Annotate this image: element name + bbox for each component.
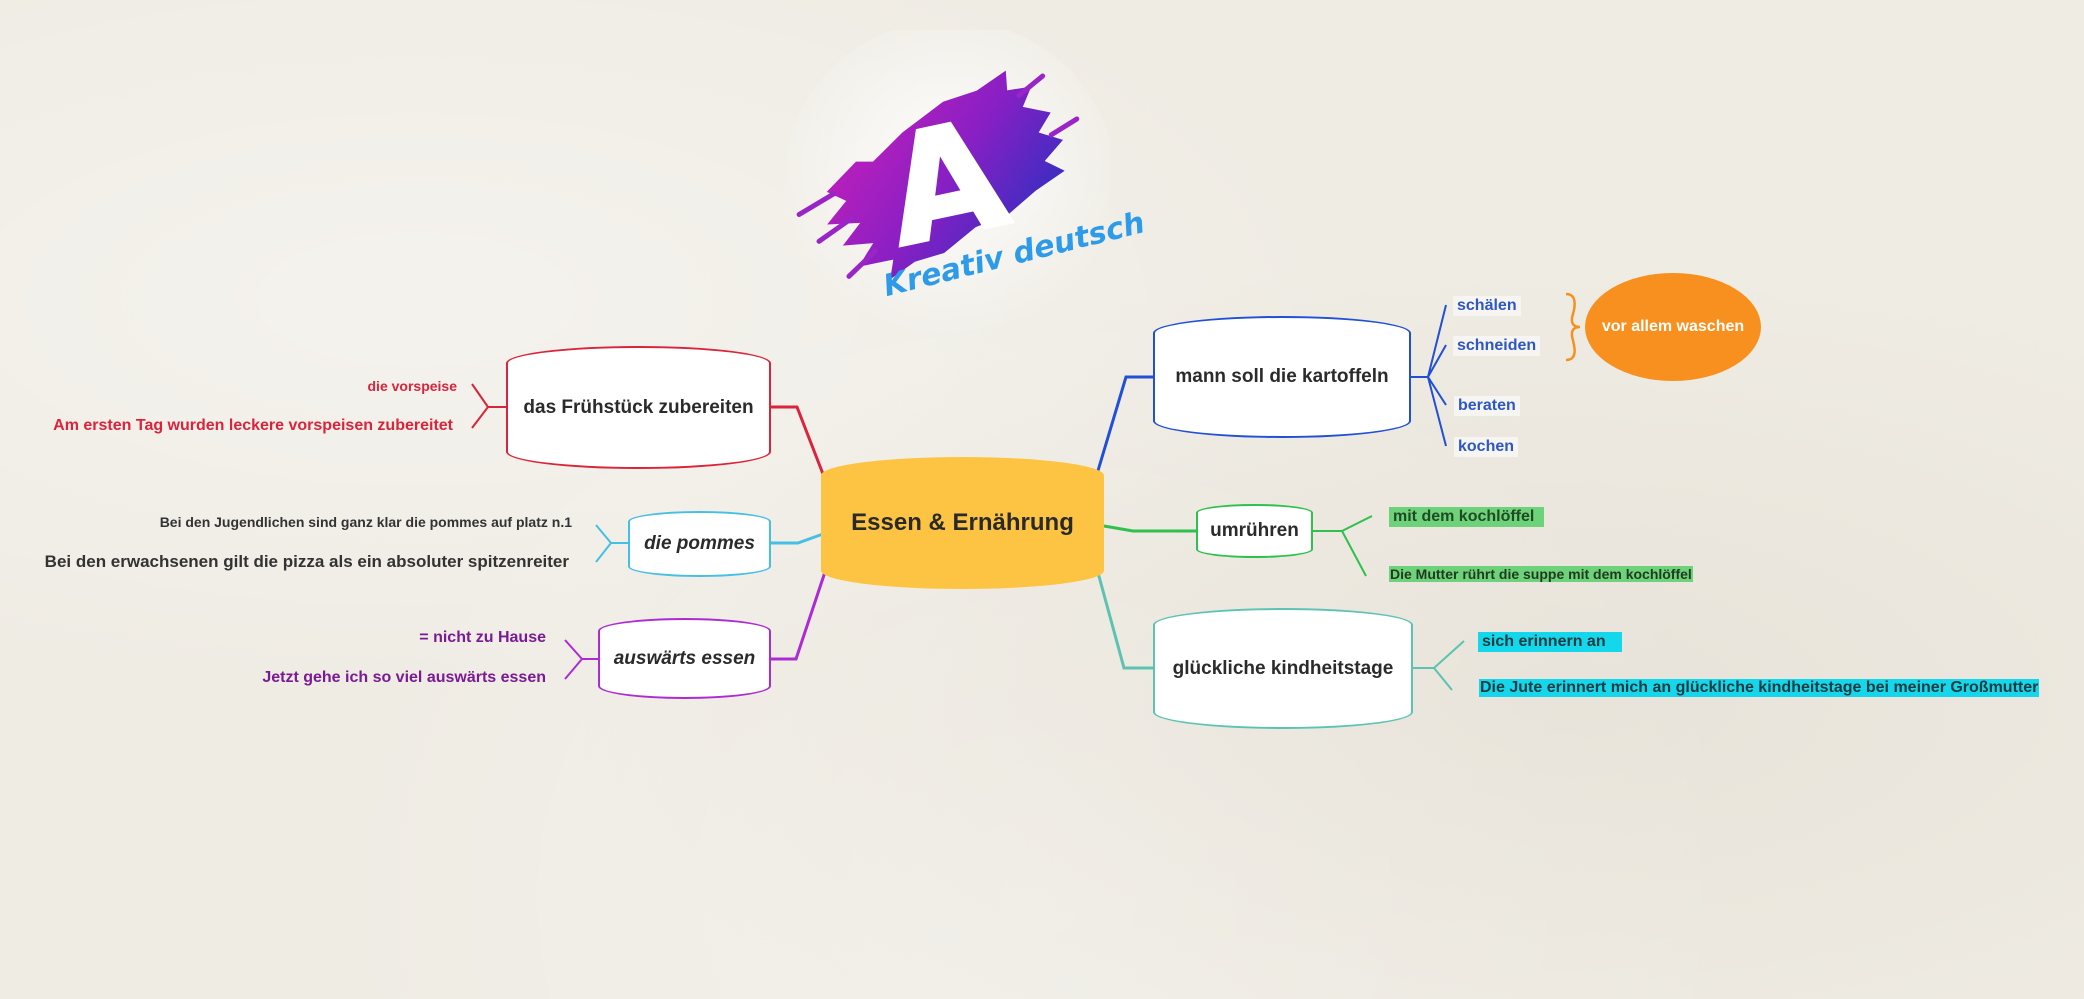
subtopic-kindheit-beispiel[interactable]: Die Jute erinnert mich an glückliche kin… xyxy=(1479,679,2040,697)
topic-umruehren-label: umrühren xyxy=(1210,520,1299,541)
logo-graphic: A xyxy=(785,30,1110,340)
subtopic-auswaerts-beispiel[interactable]: Jetzt gehe ich so viel auswärts essen xyxy=(262,669,546,686)
bracket-kindheit xyxy=(1413,640,1465,691)
topic-fruehstueck[interactable]: das Frühstück zubereiten xyxy=(506,346,771,469)
summary-label: vor allem waschen xyxy=(1601,318,1745,335)
subtopic-pommes-erwachsene[interactable]: Bei den erwachsenen gilt die pizza als e… xyxy=(44,552,569,571)
central-topic[interactable]: Essen & Ernährung xyxy=(821,457,1104,589)
topic-auswaerts-label: auswärts essen xyxy=(613,647,756,669)
subtopic-kochloeffel[interactable]: mit dem kochlöffel xyxy=(1389,507,1545,527)
subtopic-pommes-jugendliche[interactable]: Bei den Jugendlichen sind ganz klar die … xyxy=(159,514,572,530)
connector-auswaerts xyxy=(771,571,827,661)
subtopic-schneiden[interactable]: schneiden xyxy=(1453,336,1541,356)
logo: A Kreativ deutsch xyxy=(780,30,1148,350)
bracket-pommes xyxy=(595,524,628,563)
topic-kindheit[interactable]: glückliche kindheitstage xyxy=(1153,608,1413,729)
connector-fruehstueck xyxy=(771,405,825,475)
connector-pommes xyxy=(771,532,824,545)
summary-vor-allem-waschen[interactable]: vor allem waschen xyxy=(1585,273,1761,381)
subtopic-sich-erinnern[interactable]: sich erinnern an xyxy=(1478,632,1622,652)
subtopic-kochloeffel-beispiel[interactable]: Die Mutter rührt die suppe mit dem kochl… xyxy=(1389,566,1693,582)
bracket-fruehstueck xyxy=(471,383,506,429)
bracket-kartoffeln xyxy=(1411,304,1447,447)
connector-umruehren xyxy=(1103,524,1196,533)
topic-fruehstueck-label: das Frühstück zubereiten xyxy=(523,396,754,418)
subtopic-kochen[interactable]: kochen xyxy=(1454,437,1519,457)
subtopic-nicht-zu-hause[interactable]: = nicht zu Hause xyxy=(419,629,546,646)
topic-kartoffeln-label: mann soll die kartoffeln xyxy=(1175,366,1389,387)
subtopic-vorspeise-beispiel[interactable]: Am ersten Tag wurden leckere vorspeisen … xyxy=(53,417,453,434)
topic-pommes-label: die pommes xyxy=(644,533,755,554)
topic-kindheit-label: glückliche kindheitstage xyxy=(1172,657,1394,679)
subtopic-vorspeise[interactable]: die vorspeise xyxy=(367,378,458,394)
bracket-umruehren xyxy=(1313,515,1373,577)
connector-kartoffeln xyxy=(1095,375,1153,475)
topic-kartoffeln[interactable]: mann soll die kartoffeln xyxy=(1153,316,1411,438)
subtopic-schaelen[interactable]: schälen xyxy=(1453,296,1521,316)
central-topic-label: Essen & Ernährung xyxy=(851,509,1074,536)
brace-summary xyxy=(1565,292,1581,362)
topic-pommes[interactable]: die pommes xyxy=(628,511,771,577)
topic-auswaerts[interactable]: auswärts essen xyxy=(598,618,771,699)
subtopic-beraten[interactable]: beraten xyxy=(1454,396,1520,416)
connector-kindheit xyxy=(1095,568,1153,670)
bracket-auswaerts xyxy=(564,639,598,680)
topic-umruehren[interactable]: umrühren xyxy=(1196,504,1313,558)
